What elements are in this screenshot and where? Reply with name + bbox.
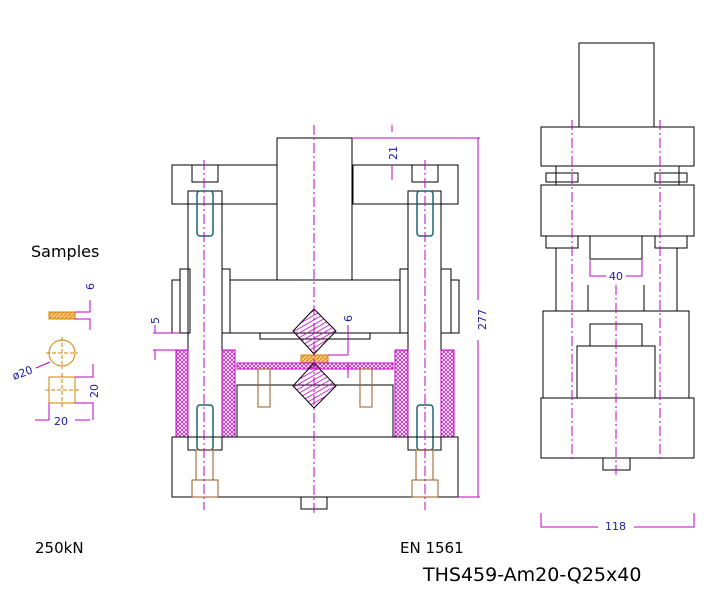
total-height-dim: 277	[476, 309, 489, 330]
guide-block	[171, 279, 181, 334]
dimension-line	[153, 325, 180, 360]
dimension-line	[589, 260, 643, 277]
sample-height-dim: 20	[88, 384, 101, 398]
sample-diameter-dim: ø20	[11, 364, 35, 383]
dimension-line	[75, 300, 91, 330]
standard-label: EN 1561	[400, 539, 464, 557]
top-crosshead-right	[352, 164, 459, 205]
sample-width-dim: 20	[54, 415, 68, 428]
side-columns	[555, 248, 678, 311]
side-washer	[545, 172, 579, 183]
center-lines	[571, 120, 661, 475]
samples-heading: Samples	[31, 242, 99, 261]
guide-block	[450, 279, 460, 334]
cushion	[440, 349, 455, 438]
guide-block	[399, 268, 409, 334]
samples-panel: Samples 6 ø20 20 20	[11, 242, 101, 428]
cushion	[221, 349, 236, 438]
guide-block	[440, 268, 452, 334]
base-plate	[171, 436, 459, 498]
screw-icon	[359, 368, 373, 408]
side-washer	[654, 172, 688, 183]
side-view: 40 118	[540, 42, 695, 533]
drawing-title: THS459-Am20-Q25x40	[422, 564, 641, 586]
side-crosshead	[540, 126, 695, 167]
side-upper-die	[589, 235, 643, 260]
dimension-line	[352, 137, 480, 498]
side-middle-plate	[540, 184, 695, 237]
screw-icon	[257, 368, 271, 408]
cushion	[394, 349, 409, 438]
center-mark	[46, 337, 78, 369]
guide-block	[221, 268, 231, 334]
center-lines	[203, 125, 426, 515]
side-base	[540, 397, 695, 459]
dimension-line	[540, 513, 695, 528]
side-washer	[545, 235, 579, 249]
sample-thickness-dim: 6	[84, 283, 97, 290]
inner-width-dim: 40	[609, 270, 623, 283]
capacity-label: 250kN	[35, 539, 84, 557]
cushion	[175, 349, 189, 438]
gap-dim: 5	[149, 317, 162, 324]
overall-width-dim: 118	[605, 520, 626, 533]
front-view: 277 21 5 6	[149, 125, 489, 515]
sample-thickness-front-dim: 6	[342, 315, 355, 322]
dimension-line	[35, 364, 94, 421]
column-left	[187, 190, 223, 451]
bolt-head-icon	[191, 164, 219, 183]
dimension-line	[328, 325, 349, 378]
center-mark	[45, 373, 79, 407]
nut-icon	[191, 479, 219, 498]
column-right	[407, 190, 442, 451]
top-gap-dim: 21	[387, 146, 400, 160]
side-ram	[578, 42, 655, 128]
top-crosshead-left	[171, 164, 278, 205]
sample-side-view	[48, 311, 76, 320]
leader-line	[35, 361, 51, 369]
bolt-icon	[196, 404, 214, 451]
side-washer	[654, 235, 688, 249]
bolt-icon	[196, 190, 214, 237]
